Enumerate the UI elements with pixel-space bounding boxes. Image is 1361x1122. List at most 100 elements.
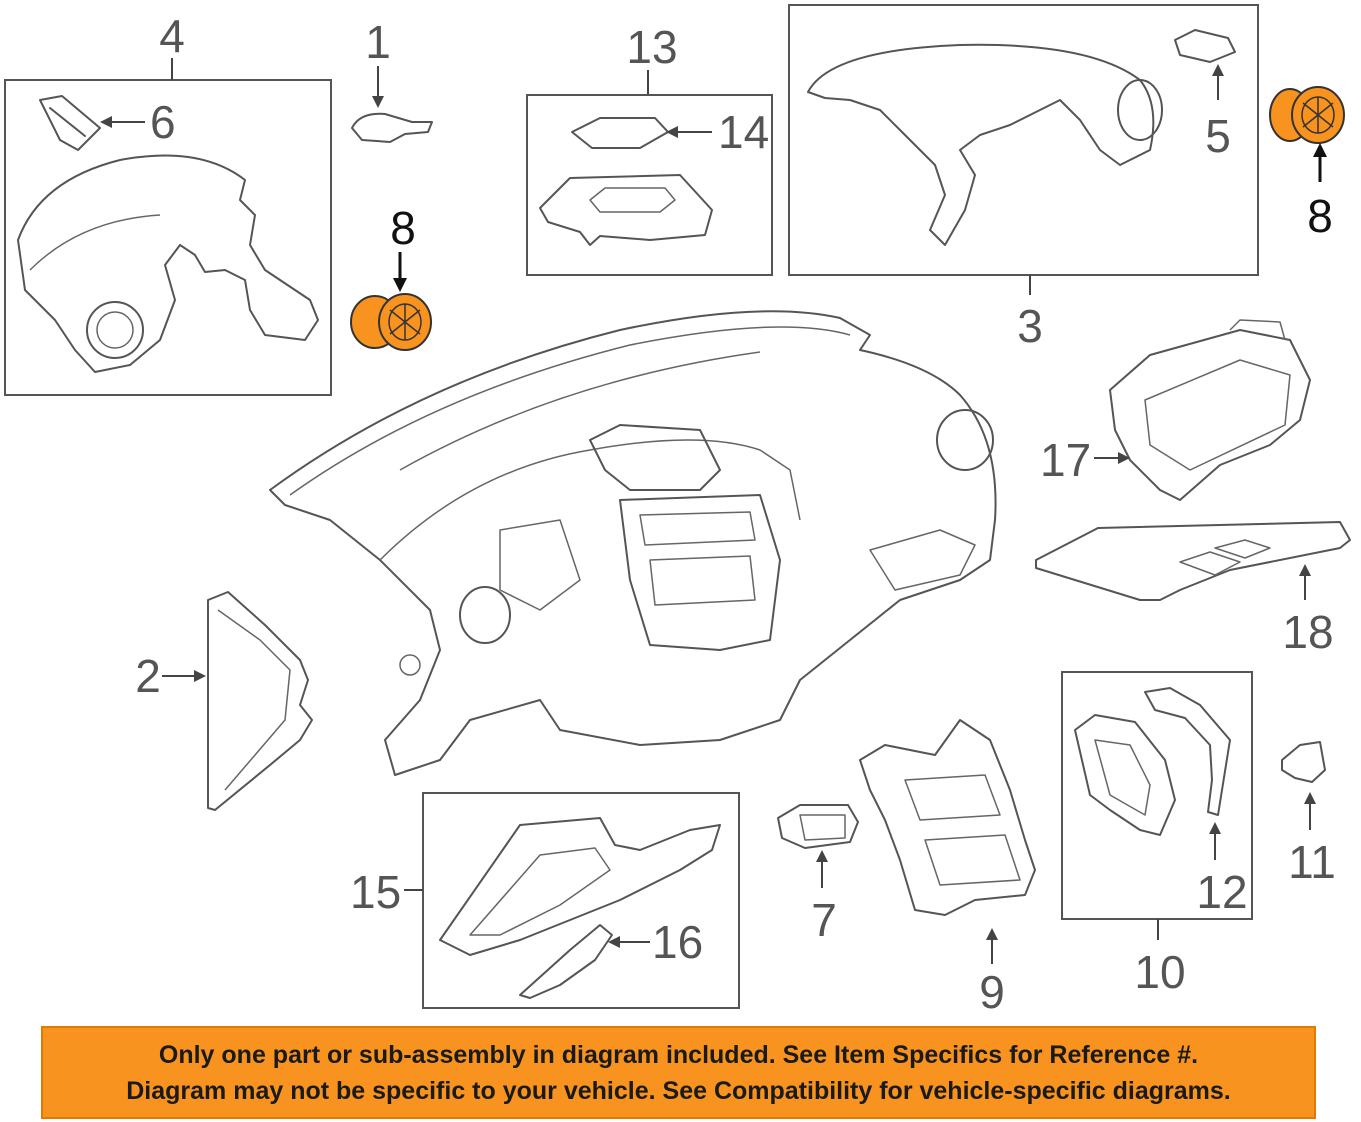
part-15-trim bbox=[439, 817, 721, 956]
part-3-pad bbox=[807, 43, 1155, 246]
part-group-1: 1 bbox=[351, 16, 433, 143]
part-group-18: 18 bbox=[1035, 521, 1351, 658]
part-5-clip bbox=[1174, 29, 1236, 63]
part-3-vent bbox=[1117, 79, 1163, 141]
callout-3: 3 bbox=[1017, 300, 1043, 352]
callout-12-arrow bbox=[1209, 822, 1221, 834]
callout-14: 14 bbox=[718, 106, 769, 158]
panel-center-opening bbox=[589, 424, 721, 491]
part-18-panel bbox=[1035, 521, 1351, 601]
callout-7: 7 bbox=[811, 894, 837, 946]
part-group-4: 4 6 bbox=[4, 10, 332, 396]
panel-top-edge bbox=[289, 326, 851, 496]
part-4-edge bbox=[29, 214, 161, 271]
part-4-pad bbox=[17, 154, 319, 373]
callout-12: 12 bbox=[1196, 866, 1247, 918]
callout-1: 1 bbox=[365, 16, 391, 68]
part-2-inner bbox=[217, 609, 291, 791]
callout-18: 18 bbox=[1282, 606, 1333, 658]
callout-13: 13 bbox=[626, 21, 677, 73]
part-9-lower-opening bbox=[924, 834, 1021, 886]
part-8-right: 8 bbox=[1269, 86, 1345, 242]
part-9-bezel bbox=[859, 719, 1036, 916]
part-group-10: 12 10 bbox=[1061, 671, 1253, 998]
part-group-13: 13 14 bbox=[526, 21, 773, 276]
callout-7-arrow bbox=[816, 850, 828, 862]
disclaimer-banner: Only one part or sub-assembly in diagram… bbox=[41, 1026, 1316, 1119]
part-14-mat bbox=[571, 117, 669, 149]
panel-defrost-slot bbox=[399, 351, 761, 471]
callout-15: 15 bbox=[350, 866, 401, 918]
panel-center-stack bbox=[619, 494, 781, 651]
part-16-clip bbox=[519, 924, 613, 999]
vent-8-left-vanes bbox=[389, 304, 421, 340]
callout-16: 16 bbox=[652, 916, 703, 968]
part-group-7: 7 bbox=[777, 804, 859, 946]
panel-center-bezel-slots bbox=[639, 511, 756, 606]
group-15-frame bbox=[422, 792, 740, 1009]
callout-2-arrow bbox=[194, 670, 206, 682]
part-17-door-inner bbox=[1144, 359, 1291, 471]
panel-mount-hole bbox=[399, 654, 421, 676]
callout-8-right: 8 bbox=[1307, 190, 1333, 242]
part-12-trim bbox=[1144, 687, 1231, 816]
callout-6: 6 bbox=[150, 96, 176, 148]
instrument-panel-assembly bbox=[269, 310, 997, 776]
callout-4: 4 bbox=[159, 10, 185, 62]
callout-10: 10 bbox=[1134, 946, 1185, 998]
group-3-frame bbox=[788, 4, 1259, 276]
part-group-15: 15 16 bbox=[350, 792, 740, 1009]
part-7-vent bbox=[777, 804, 859, 849]
part-18-slots bbox=[1179, 539, 1271, 576]
callout-17-arrow bbox=[1118, 452, 1130, 464]
part-11-clip bbox=[1281, 741, 1326, 783]
panel-left-bracket bbox=[499, 519, 581, 611]
part-group-3: 5 3 bbox=[788, 4, 1259, 352]
part-9-upper-opening bbox=[904, 774, 1001, 821]
part-10-housing bbox=[1074, 714, 1176, 836]
callout-6-arrow bbox=[100, 116, 112, 128]
part-group-11: 11 bbox=[1281, 741, 1336, 888]
part-7-vent-face bbox=[799, 814, 846, 841]
part-13-recess bbox=[589, 187, 676, 213]
vent-8-right-vanes bbox=[1302, 97, 1334, 133]
callout-1-arrow bbox=[372, 96, 384, 108]
callout-11: 11 bbox=[1288, 836, 1336, 888]
part-4-vent-inner bbox=[96, 311, 134, 349]
callout-8-left-arrow bbox=[393, 278, 407, 292]
callout-9: 9 bbox=[979, 966, 1005, 1018]
part-6-trim bbox=[39, 95, 101, 151]
panel-lower-contour bbox=[379, 439, 801, 561]
callout-16-arrow bbox=[608, 936, 620, 948]
callout-8-right-arrow bbox=[1313, 143, 1327, 157]
part-group-9: 9 bbox=[859, 719, 1036, 1018]
group-4-frame bbox=[4, 79, 332, 396]
part-group-2: 2 bbox=[135, 591, 313, 811]
callout-2: 2 bbox=[135, 650, 161, 702]
callout-18-arrow bbox=[1299, 564, 1311, 576]
part-15-inner bbox=[469, 847, 611, 936]
panel-right-bracket bbox=[869, 529, 976, 591]
disclaimer-line-1: Only one part or sub-assembly in diagram… bbox=[158, 1040, 1199, 1069]
part-4-vent bbox=[86, 301, 144, 359]
part-10-housing-inner bbox=[1094, 739, 1151, 816]
group-13-frame bbox=[526, 94, 773, 276]
part-1-cover bbox=[351, 112, 433, 143]
part-8-left: 8 bbox=[350, 202, 432, 351]
disclaimer-line-2: Diagram may not be specific to your vehi… bbox=[126, 1076, 1231, 1105]
callout-11-arrow bbox=[1304, 792, 1316, 804]
callout-5-arrow bbox=[1212, 64, 1224, 76]
part-17-door bbox=[1109, 329, 1311, 501]
callout-5: 5 bbox=[1205, 110, 1231, 162]
callout-8-left: 8 bbox=[390, 202, 416, 254]
callout-17: 17 bbox=[1040, 434, 1091, 486]
callout-9-arrow bbox=[986, 928, 998, 940]
part-2-trim bbox=[207, 591, 313, 811]
instrument-panel-outline bbox=[269, 310, 997, 776]
part-17-hinge bbox=[1229, 319, 1286, 341]
panel-right-vent bbox=[936, 409, 994, 471]
callout-14-arrow bbox=[666, 126, 678, 138]
part-group-17: 17 bbox=[1040, 319, 1311, 501]
